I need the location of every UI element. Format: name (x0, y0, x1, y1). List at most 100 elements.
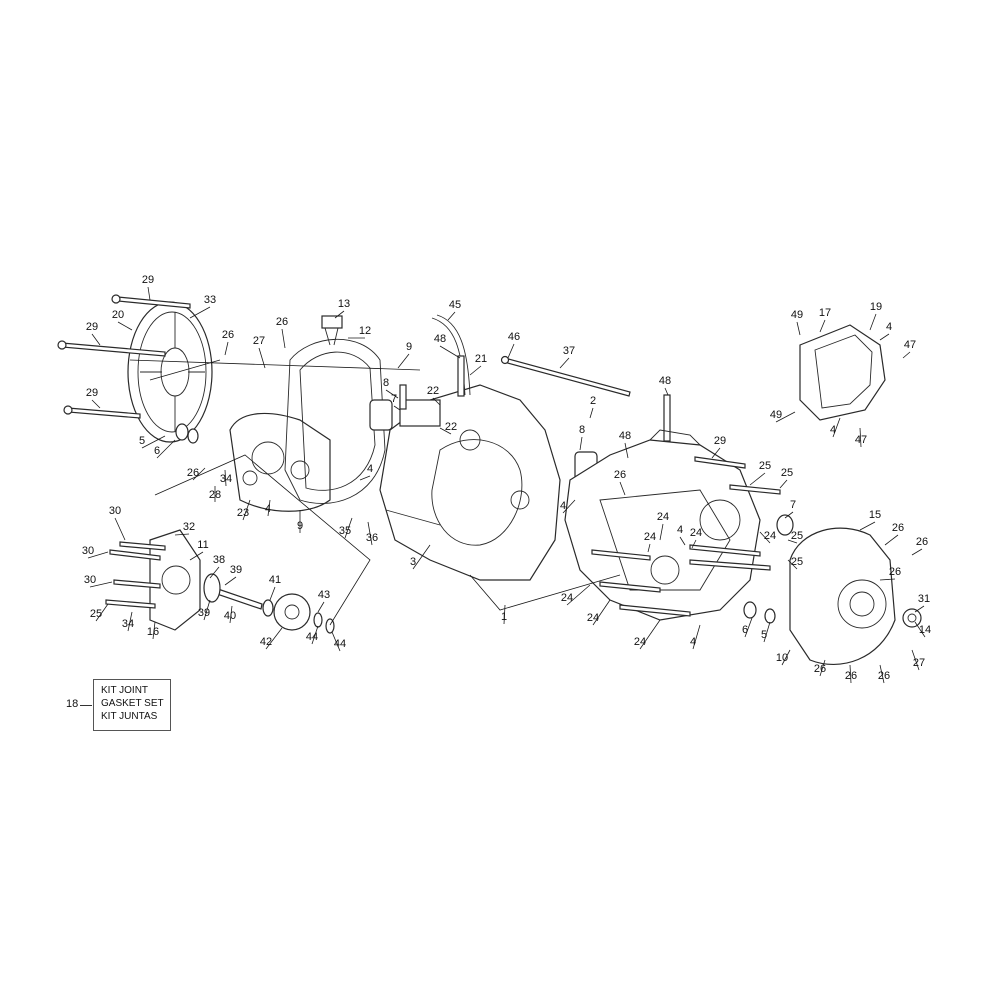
water-pump-cover (149, 529, 201, 631)
legend-leader-line (80, 705, 92, 706)
callout-26: 26 (222, 329, 234, 356)
ignition-cover (789, 527, 922, 665)
callout-leader (156, 439, 176, 459)
callout-25: 25 (787, 530, 803, 544)
callout-34: 34 (220, 469, 232, 487)
callout-leader (385, 389, 399, 399)
legend-line-french: KIT JOINT (101, 685, 149, 696)
callout-number: 4 (830, 424, 836, 436)
callout-11: 11 (189, 539, 209, 561)
callout-number: 43 (318, 589, 330, 601)
callout-number: 26 (892, 522, 904, 534)
callout-leader (711, 447, 721, 459)
callout-number: 26 (845, 670, 857, 682)
callout-35: 35 (339, 517, 353, 539)
callout-48: 48 (434, 333, 461, 359)
callout-30: 30 (109, 505, 126, 541)
callout-leader (439, 427, 452, 435)
callout-leader (914, 621, 926, 638)
callout-34: 34 (122, 611, 134, 632)
callout-leader (796, 321, 801, 336)
callout-number: 28 (209, 489, 221, 501)
callout-number: 30 (109, 505, 121, 517)
callout-25: 25 (779, 467, 793, 489)
callout-leader (141, 435, 166, 449)
callout-number: 33 (204, 294, 216, 306)
callout-number: 4 (677, 524, 683, 536)
callout-number: 48 (434, 333, 446, 345)
callout-number: 16 (147, 626, 159, 638)
callout-leader (174, 533, 190, 536)
callout-12: 12 (348, 325, 371, 339)
callout-9: 9 (397, 341, 412, 369)
callout-22: 22 (439, 421, 457, 435)
callout-23: 23 (237, 499, 251, 521)
callout-16: 16 (147, 621, 159, 640)
callout-24: 24 (657, 511, 669, 541)
callout-4: 4 (265, 499, 271, 517)
callout-41: 41 (269, 574, 281, 601)
callout-number: 15 (869, 509, 881, 521)
callout-number: 4 (886, 321, 892, 333)
callout-number: 3 (410, 556, 416, 568)
callout-30: 30 (84, 574, 113, 588)
callout-number: 31 (918, 593, 930, 605)
callout-number: 44 (334, 638, 346, 650)
callout-number: 30 (84, 574, 96, 586)
callout-24: 24 (587, 599, 611, 626)
callout-number: 25 (791, 530, 803, 542)
callout-number: 21 (475, 353, 487, 365)
callout-leader (95, 603, 109, 622)
callout-leader (189, 551, 204, 561)
callout-25: 25 (90, 603, 109, 622)
callout-number: 4 (367, 463, 373, 475)
callout-leader (224, 341, 229, 356)
callout-number: 38 (213, 554, 225, 566)
callout-leader (269, 586, 276, 601)
left-bolts (57, 294, 191, 419)
callout-leader (432, 397, 441, 406)
callout-leader (91, 399, 101, 409)
callout-leader (114, 517, 126, 541)
callout-leader (589, 407, 594, 419)
callout-leader (911, 649, 920, 671)
callout-leader (393, 405, 401, 411)
assembly-lines (129, 359, 621, 626)
callout-26: 26 (614, 469, 626, 496)
callout-26: 26 (814, 659, 826, 677)
callout-26: 26 (911, 536, 928, 556)
callout-number: 26 (614, 469, 626, 481)
callout-31: 31 (914, 593, 930, 613)
callout-24: 24 (634, 619, 661, 650)
callout-5: 5 (139, 435, 166, 449)
callout-number: 32 (183, 521, 195, 533)
callout-number: 24 (690, 527, 702, 539)
callout-number: 30 (82, 545, 94, 557)
callout-leader (147, 286, 151, 301)
legend-line-english: GASKET SET (101, 698, 164, 709)
callout-number: 2 (590, 395, 596, 407)
callout-leader (367, 521, 373, 546)
callout-26: 26 (187, 467, 206, 481)
callout-40: 40 (224, 605, 236, 624)
callout-6: 6 (154, 439, 176, 459)
callout-27: 27 (911, 649, 925, 671)
callout-leader (559, 357, 570, 369)
callout-number: 42 (260, 636, 272, 648)
callout-number: 26 (276, 316, 288, 328)
callout-leader (787, 539, 798, 544)
callout-number: 29 (86, 321, 98, 333)
callout-48: 48 (659, 375, 671, 396)
crankcase-bolts (591, 456, 781, 617)
callout-32: 32 (174, 521, 195, 536)
callout-leader (692, 624, 701, 650)
callout-49: 49 (770, 409, 796, 423)
callout-leader (759, 531, 771, 544)
callout-number: 25 (781, 467, 793, 479)
callout-42: 42 (260, 627, 283, 650)
callout-leader (624, 442, 629, 459)
callout-39: 39 (224, 564, 242, 586)
callout-number: 48 (619, 430, 631, 442)
